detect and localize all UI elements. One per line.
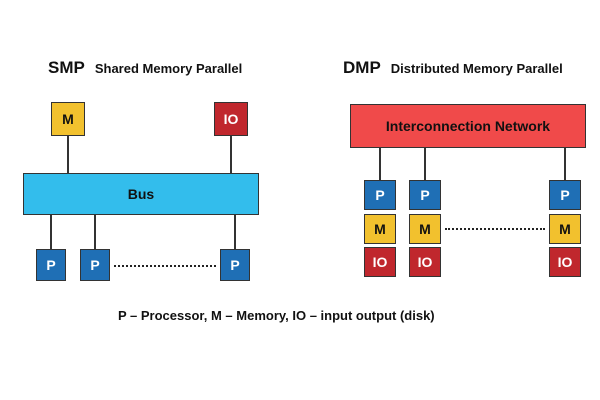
dmp-processor-label: P xyxy=(560,187,570,203)
smp-processor-connector xyxy=(234,215,236,249)
dmp-memory-box: M xyxy=(409,214,441,244)
smp-processor-label: P xyxy=(230,257,240,273)
dmp-memory-label: M xyxy=(419,221,431,237)
dmp-processor-box: P xyxy=(364,180,396,210)
smp-processor-label: P xyxy=(90,257,100,273)
smp-processor-connector xyxy=(94,215,96,249)
dmp-memory-box: M xyxy=(364,214,396,244)
smp-processor-box: P xyxy=(36,249,66,281)
dmp-interconnection-network: Interconnection Network xyxy=(350,104,586,148)
dmp-abbr: DMP xyxy=(343,58,381,77)
smp-memory-label: M xyxy=(62,111,74,127)
smp-title: Shared Memory Parallel xyxy=(94,61,243,76)
dmp-io-box: IO xyxy=(409,247,441,277)
legend: P – Processor, M – Memory, IO – input ou… xyxy=(118,308,435,323)
dmp-network-label: Interconnection Network xyxy=(385,118,551,134)
dmp-io-box: IO xyxy=(549,247,581,277)
smp-abbr: SMP xyxy=(48,58,85,77)
smp-io-connector xyxy=(230,135,232,173)
dmp-io-label: IO xyxy=(372,254,388,270)
smp-processor-box: P xyxy=(80,249,110,281)
dmp-processor-box: P xyxy=(549,180,581,210)
dmp-title: Distributed Memory Parallel xyxy=(390,61,563,76)
smp-io-box: IO xyxy=(214,102,248,136)
dmp-node-connector xyxy=(424,148,426,180)
dmp-processor-box: P xyxy=(409,180,441,210)
dmp-node-connector xyxy=(564,148,566,180)
dmp-memory-label: M xyxy=(374,221,386,237)
smp-processor-label: P xyxy=(46,257,56,273)
dmp-processor-label: P xyxy=(375,187,385,203)
smp-heading: SMP Shared Memory Parallel xyxy=(48,58,242,78)
smp-processor-connector xyxy=(50,215,52,249)
dmp-processor-label: P xyxy=(420,187,430,203)
smp-bus-label: Bus xyxy=(127,186,155,202)
dmp-memory-box: M xyxy=(549,214,581,244)
smp-memory-connector xyxy=(67,135,69,173)
smp-processor-ellipsis xyxy=(114,265,216,267)
smp-bus: Bus xyxy=(23,173,259,215)
dmp-io-label: IO xyxy=(557,254,573,270)
smp-processor-box: P xyxy=(220,249,250,281)
smp-io-label: IO xyxy=(223,111,239,127)
dmp-node-connector xyxy=(379,148,381,180)
dmp-memory-label: M xyxy=(559,221,571,237)
smp-memory-box: M xyxy=(51,102,85,136)
dmp-io-label: IO xyxy=(417,254,433,270)
dmp-node-ellipsis xyxy=(445,228,545,230)
dmp-heading: DMP Distributed Memory Parallel xyxy=(343,58,563,78)
dmp-io-box: IO xyxy=(364,247,396,277)
